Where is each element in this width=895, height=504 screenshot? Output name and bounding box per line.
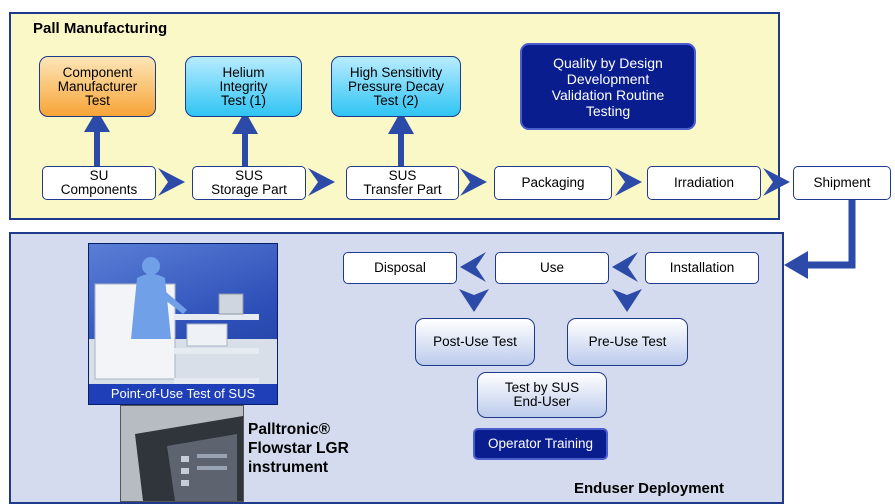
operator-training-box: Operator Training <box>473 428 608 460</box>
down-arrow-pre-use <box>612 289 642 312</box>
sus-storage-part-box: SUS Storage Part <box>192 166 306 200</box>
chevron-arrow-1 <box>158 168 185 196</box>
instrument-illustration <box>121 406 243 501</box>
instrument-photo <box>120 405 244 502</box>
point-of-use-photo: Point-of-Use Test of SUS <box>88 243 278 405</box>
quality-by-design-box: Quality by Design Development Validation… <box>520 43 696 130</box>
return-arrow <box>802 200 856 269</box>
down-arrow-post-use <box>459 289 489 312</box>
up-arrow-component <box>84 110 110 166</box>
test-by-end-user-box: Test by SUS End-User <box>477 372 607 418</box>
chevron-arrow-4 <box>615 168 642 196</box>
chevron-arrow-5 <box>763 168 790 196</box>
photo-caption: Point-of-Use Test of SUS <box>110 386 256 401</box>
up-arrow-helium <box>232 111 258 168</box>
up-arrow-pressure <box>388 111 414 168</box>
instrument-label: Palltronic® Flowstar LGR instrument <box>248 421 349 476</box>
manufacturing-title: Pall Manufacturing <box>33 20 168 37</box>
pressure-decay-test-box: High Sensitivity Pressure Decay Test (2) <box>331 56 461 117</box>
return-arrow-head <box>784 251 808 279</box>
su-components-box: SU Components <box>42 166 156 200</box>
shipment-box: Shipment <box>793 166 891 200</box>
helium-integrity-test-box: Helium Integrity Test (1) <box>185 56 302 117</box>
deployment-title: Enduser Deployment <box>574 480 725 497</box>
disposal-box: Disposal <box>343 252 457 284</box>
chevron-arrow-2 <box>308 168 335 196</box>
sus-transfer-part-box: SUS Transfer Part <box>346 166 459 200</box>
chevron-arrow-left-1 <box>612 252 638 282</box>
packaging-box: Packaging <box>494 166 612 200</box>
pre-use-test-box: Pre-Use Test <box>567 318 688 366</box>
use-box: Use <box>495 252 609 284</box>
chevron-arrow-left-2 <box>460 252 486 282</box>
cleanroom-illustration <box>89 257 277 404</box>
component-manufacturer-test-box: Component Manufacturer Test <box>39 56 156 117</box>
chevron-arrow-3 <box>460 168 487 196</box>
post-use-test-box: Post-Use Test <box>415 318 535 366</box>
irradiation-box: Irradiation <box>647 166 761 200</box>
installation-box: Installation <box>645 252 759 284</box>
